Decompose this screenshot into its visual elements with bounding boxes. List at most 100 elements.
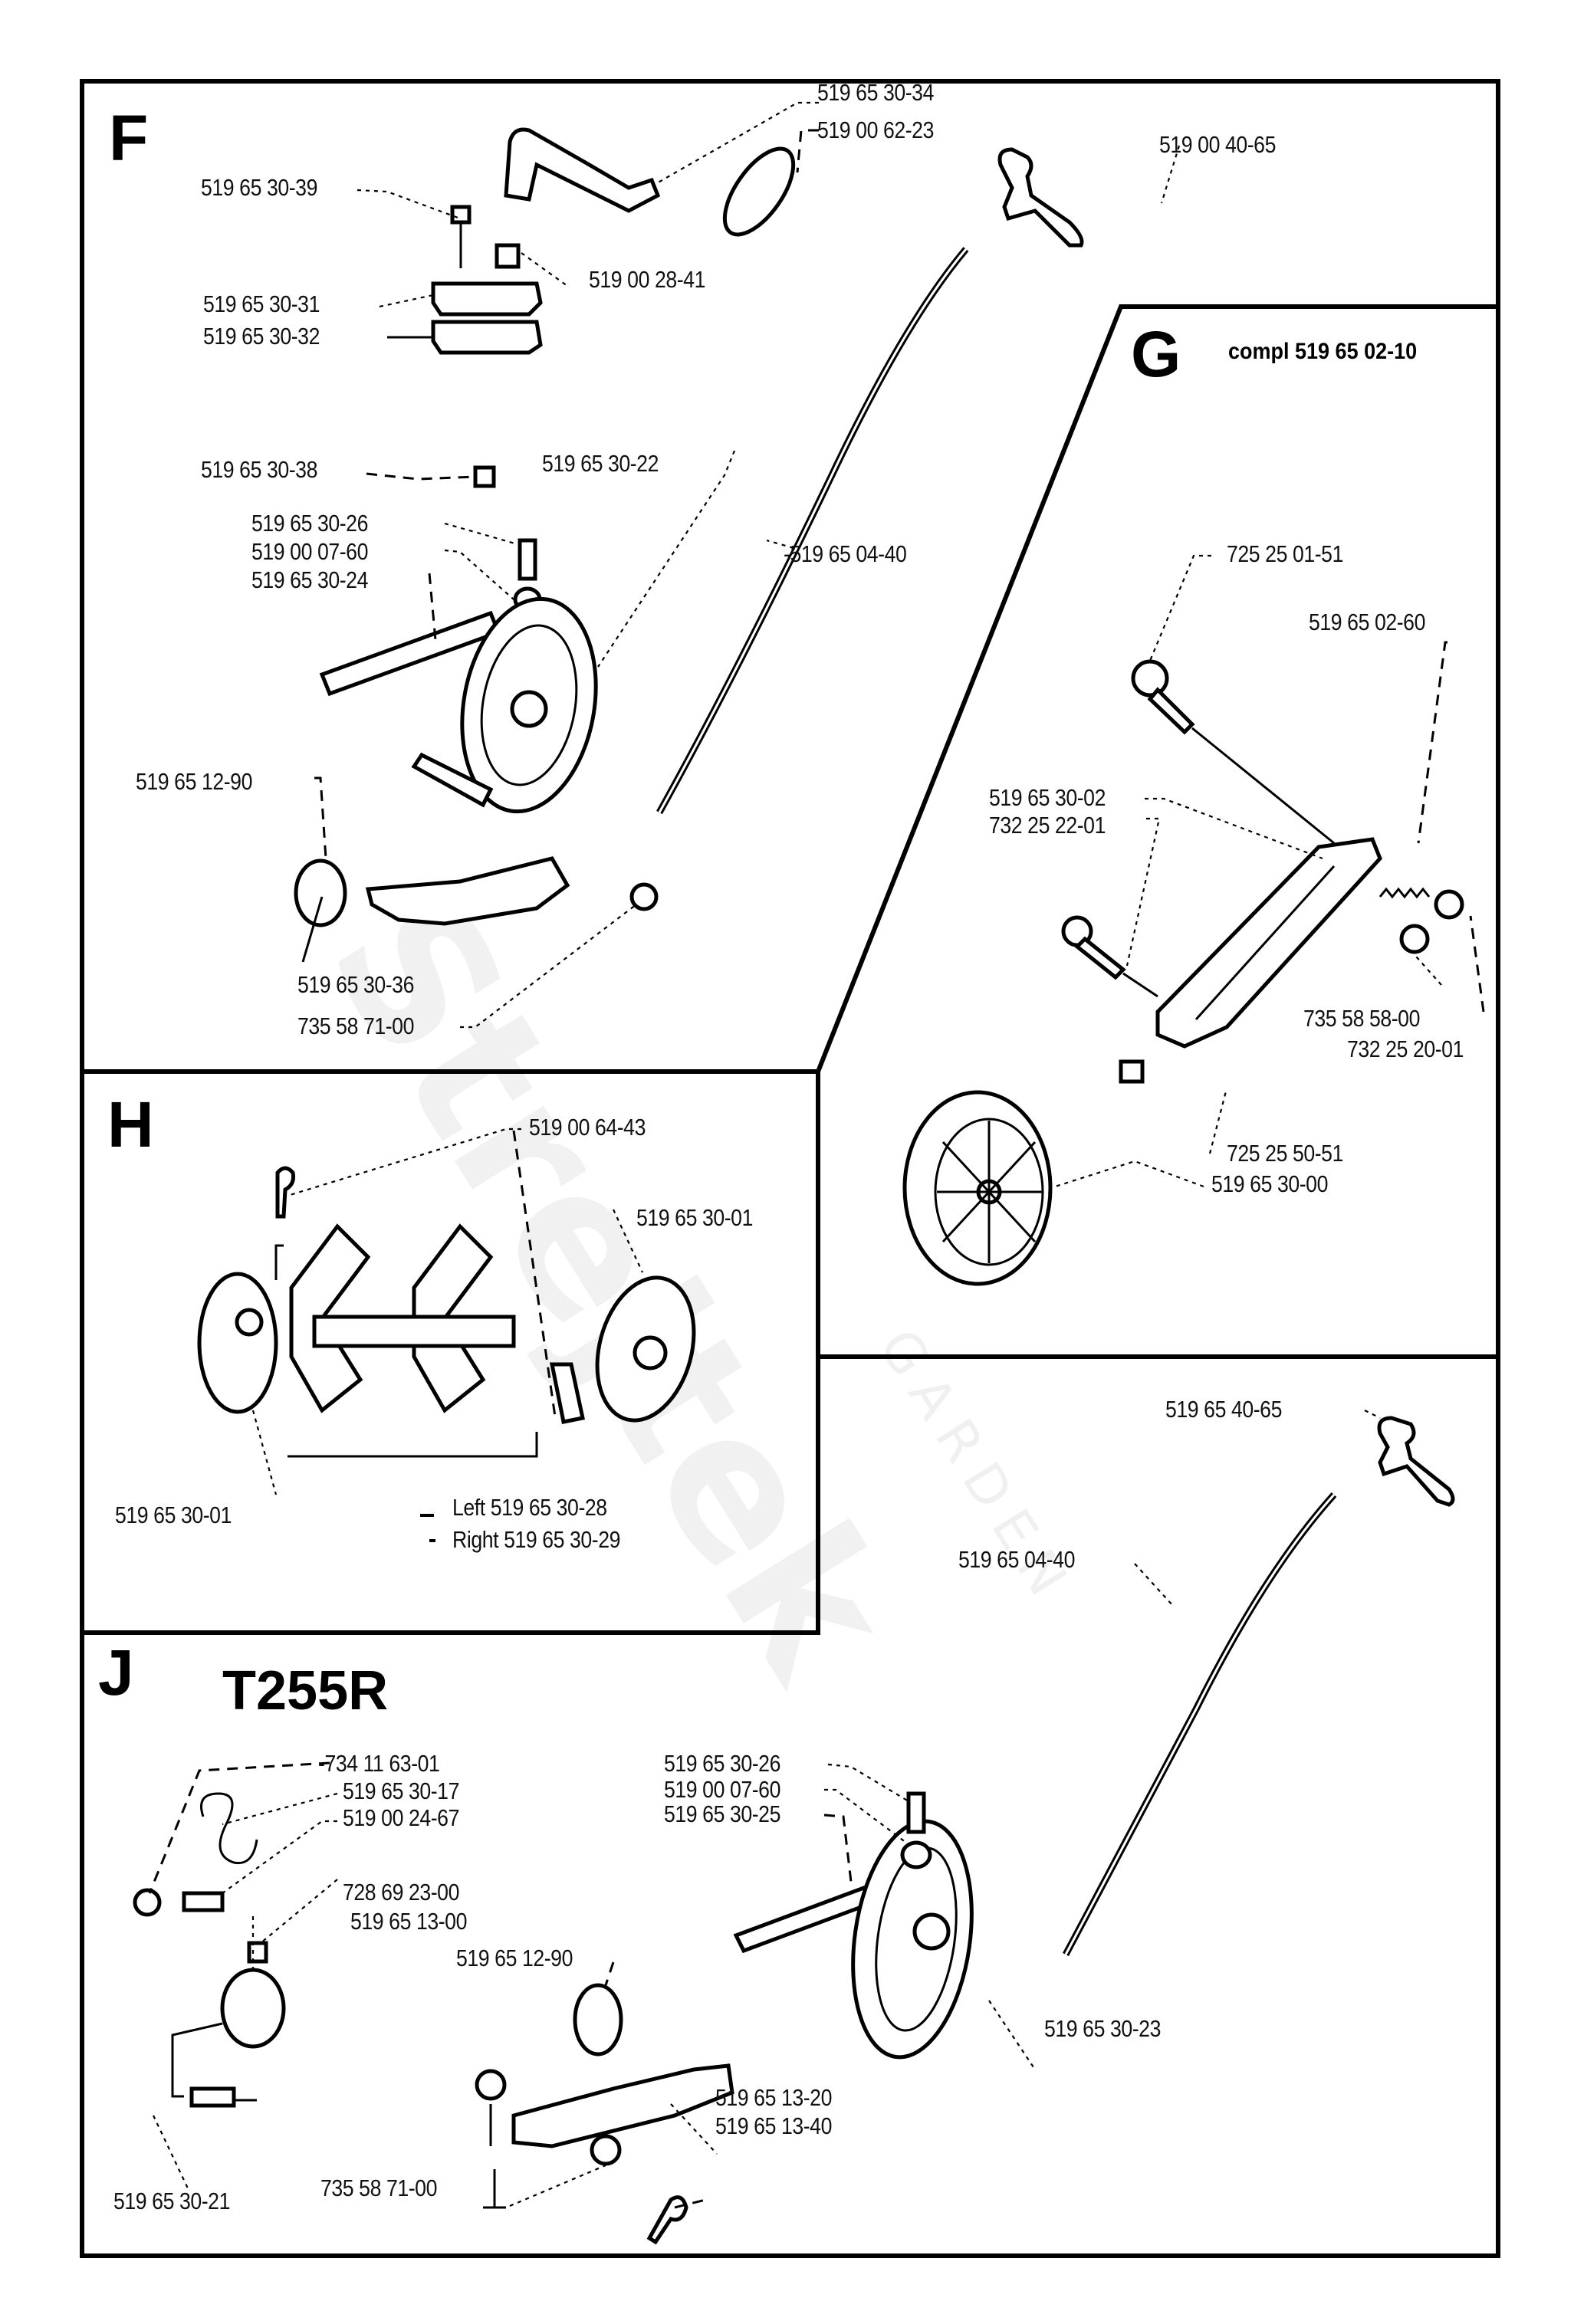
tine-right [412,1223,494,1413]
g-box-border [82,304,1498,1074]
part-label: 519 65 02-60 [1309,609,1425,635]
part-label: 519 00 64-43 [529,1114,646,1141]
throttle-cable-j [1063,1492,1337,1957]
clamp-upper [431,281,543,317]
bracket-j [511,2063,734,2148]
section-g-leaders [1050,554,1485,1190]
part-label: 519 65 30-26 [251,510,368,537]
section-h-letter: H [107,1088,154,1160]
throttle-lever [997,147,1084,248]
section-g-compl-number: compl 519 65 02-10 [1228,339,1418,364]
frames [80,79,1500,2258]
bolt-24-67 [182,1891,225,1912]
part-label-left-tine: Left 519 65 30-28 [452,1494,607,1521]
part-label: 519 65 12-90 [456,1945,573,1971]
wheel-spokes [937,1121,1043,1263]
washer-58-00 [1399,924,1430,954]
washer-j-1 [475,2069,507,2101]
bolt-01-51-head [1131,659,1169,698]
nut-20-01 [1434,889,1464,920]
tine-shaft [312,1315,516,1348]
spring [1378,887,1431,899]
part-label: 519 65 30-01 [636,1204,753,1231]
right-tine-marker [429,1539,435,1542]
part-label: 519 65 30-32 [203,323,320,350]
section-j-model: T255R [222,1660,389,1722]
part-label: 732 25 22-01 [989,812,1106,839]
part-label: 519 65 12-90 [136,768,252,795]
bolt-26-j [906,1791,926,1834]
roller-13-00 [220,1968,286,2049]
washer-71 [629,882,659,911]
part-label: 725 25 01-51 [1227,540,1343,567]
part-label: 728 69 23-00 [343,1879,459,1905]
part-label: 519 65 30-31 [203,290,320,317]
tine-left [289,1223,371,1413]
bushing-j [573,1983,623,2056]
part-label: 519 65 30-01 [115,1502,232,1528]
part-label: 735 58 71-00 [320,2175,437,2201]
part-label: 519 65 30-39 [201,174,317,201]
pin-clip [275,1166,295,1219]
part-label: 519 00 28-41 [589,266,705,293]
part-label: 735 58 71-00 [297,1013,414,1039]
lock-pin [549,1362,585,1424]
part-label: 732 25 20-01 [1347,1036,1464,1062]
clamp-lower [431,320,543,355]
part-label: 519 65 13-20 [715,2084,832,2111]
section-g-drawing [902,659,1464,1286]
part-label: 519 65 13-00 [350,1908,467,1935]
nut-23-00 [247,1941,268,1964]
part-label: 519 65 04-40 [958,1546,1075,1573]
bolt-30-21 [189,2086,236,2108]
bracket [365,856,570,926]
part-label: 519 65 30-02 [989,784,1106,811]
left-tine-marker [420,1514,434,1517]
part-label: 519 65 30-38 [201,456,317,483]
part-label: -734 11 63-01 [318,1750,440,1777]
section-g-letter: G [1131,318,1181,390]
handle-grip [722,146,796,237]
part-label: 519 00 07-60 [664,1776,780,1803]
part-label: 519 00 62-23 [817,117,934,143]
section-j-leaders [148,1410,1381,2209]
throttle-lever-j [1377,1416,1455,1507]
tine-plate-left [197,1272,278,1414]
nut-50-51 [1119,1059,1145,1084]
part-label: -519 65 04-40 [784,540,907,567]
hairpin-spring [200,1792,258,1865]
outer-frame [80,79,1500,2258]
washer-j-2 [590,2134,622,2166]
section-f-letter: F [109,102,149,174]
part-label: 735 58 58-00 [1303,1005,1420,1032]
bolt-head [450,205,472,225]
part-label: 519 65 30-36 [297,971,414,998]
part-label: 519 65 30-25 [664,1800,780,1827]
wheel-hub [510,690,548,728]
crank-handle [504,127,661,213]
part-label: 519 00 40-65 [1159,131,1276,158]
part-label: 519 65 30-24 [251,566,368,593]
clip-13-40 [646,2195,688,2245]
part-label: 519 65 30-00 [1211,1170,1328,1197]
link-arm [1155,837,1382,1049]
washer-60-j [900,1840,932,1869]
axle-lower [411,752,494,808]
nut-38 [473,465,496,488]
part-label-right-tine: Right 519 65 30-29 [452,1526,621,1553]
section-h-leaders [251,1128,643,1495]
part-label: 725 25 50-51 [1227,1140,1343,1167]
part-label: 519 00 24-67 [343,1804,459,1831]
bushing [294,858,347,927]
section-f-leaders [301,101,1181,1029]
part-label: 519 65 30-21 [113,2188,230,2214]
part-label: 519 65 13-40 [715,2112,832,2139]
part-label: 519 65 30-26 [664,1750,780,1777]
part-label: 519 65 30-23 [1044,2015,1161,2042]
h-box-border [82,1072,820,1635]
part-label: 519 65 30-17 [343,1777,459,1804]
section-f-drawing [294,127,1084,927]
part-label: 519 65 30-22 [542,450,659,477]
part-label: 519 65 30-34 [817,79,934,106]
bolt-26 [518,538,537,581]
